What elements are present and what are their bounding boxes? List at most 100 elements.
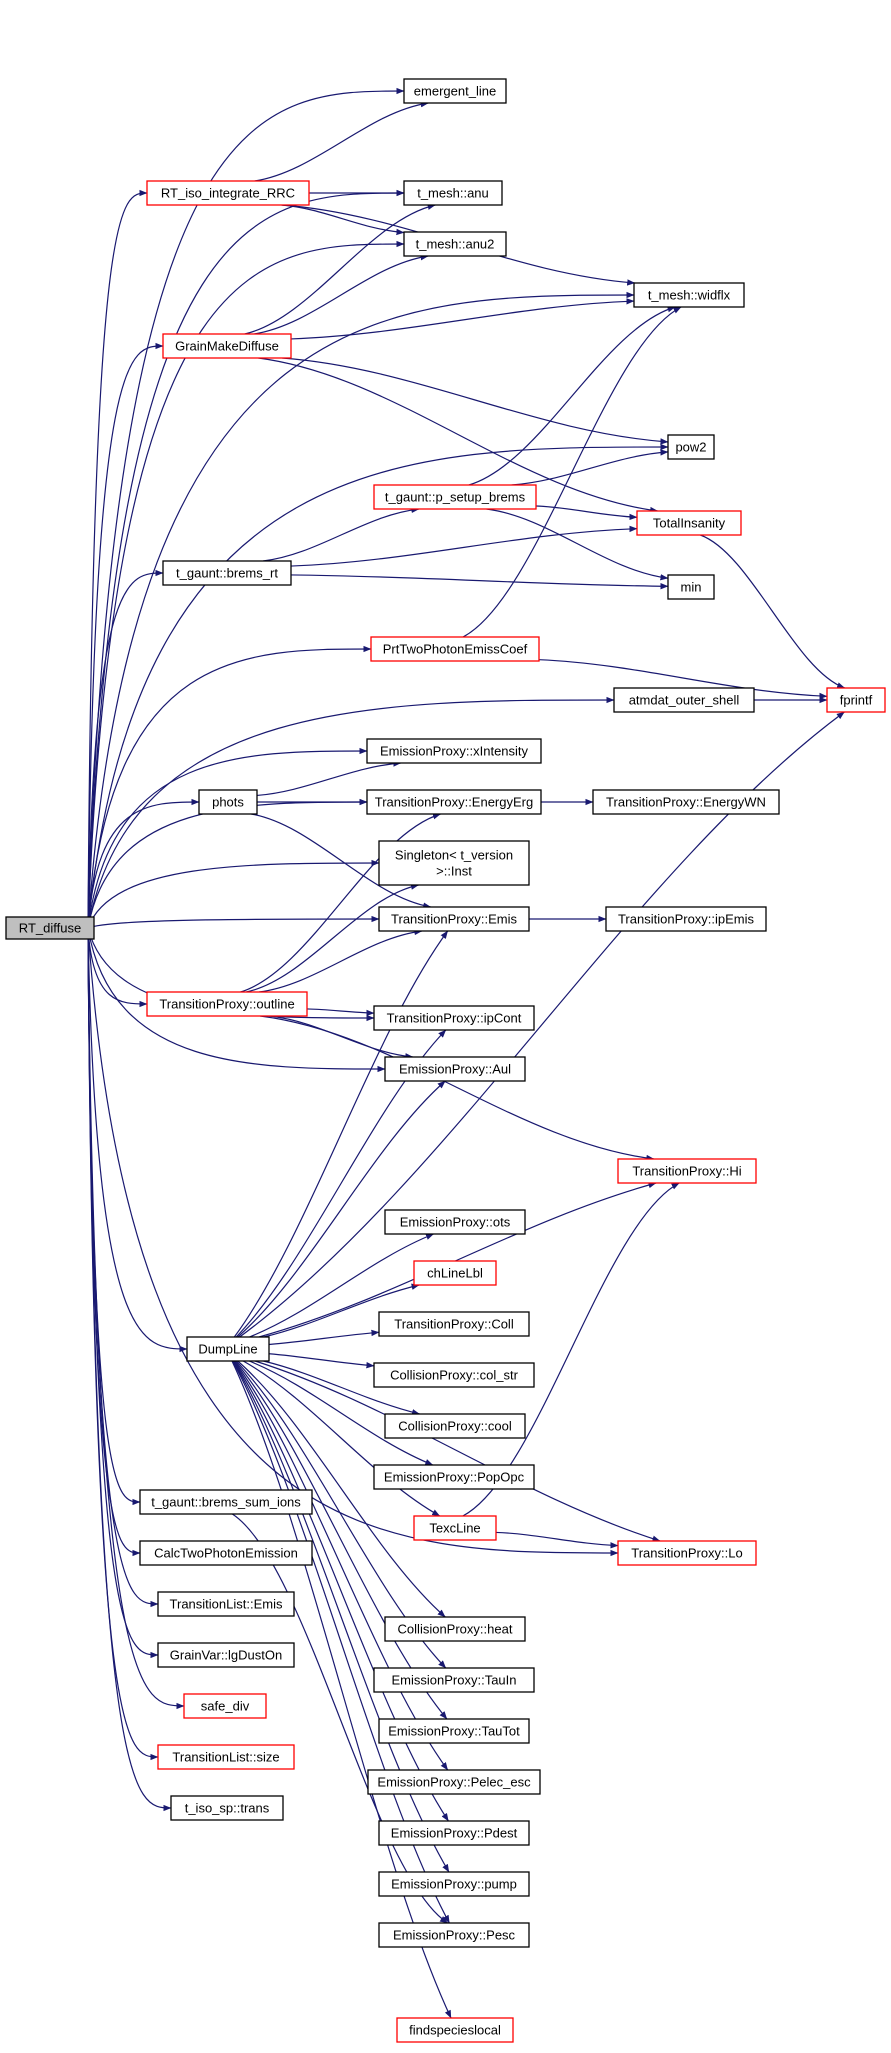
node-label: pow2 (675, 440, 706, 455)
edge-dumpline-to-emissionproxy_popopc (248, 1360, 434, 1466)
node-grainvar-lgduston[interactable]: GrainVar::lgDustOn (157, 1642, 295, 1668)
node-atmdat-outer-shell[interactable]: atmdat_outer_shell (613, 687, 755, 713)
node-calctwophotonemission[interactable]: CalcTwoPhotonEmission (139, 1540, 313, 1566)
node-emissionproxy-ots[interactable]: EmissionProxy::ots (384, 1209, 526, 1235)
node-label: TransitionProxy::outline (159, 997, 294, 1012)
node-transitionproxy-emis[interactable]: TransitionProxy::Emis (378, 906, 530, 932)
node-collisionproxy-col-str[interactable]: CollisionProxy::col_str (373, 1362, 535, 1388)
node-emissionproxy-tautot[interactable]: EmissionProxy::TauTot (378, 1718, 530, 1744)
node-label: TransitionProxy::Lo (631, 1546, 743, 1561)
node-dumpline[interactable]: DumpLine (186, 1336, 270, 1362)
node-transitionproxy-hi[interactable]: TransitionProxy::Hi (617, 1158, 757, 1184)
node-rt-iso-integrate-rrc[interactable]: RT_iso_integrate_RRC (146, 180, 310, 206)
node-t-mesh-anu[interactable]: t_mesh::anu (403, 180, 503, 206)
node-emissionproxy-xintensity[interactable]: EmissionProxy::xIntensity (366, 738, 542, 764)
edge-prttwophotonemisscoef-to-t_mesh_widflx (462, 306, 682, 638)
node-label: EmissionProxy::ots (400, 1215, 511, 1230)
node-label: CollisionProxy::col_str (390, 1368, 519, 1383)
node-box (373, 1362, 535, 1388)
node-transitionproxy-ipcont[interactable]: TransitionProxy::ipCont (373, 1005, 535, 1031)
node-transitionlist-emis[interactable]: TransitionList::Emis (157, 1591, 295, 1617)
node-box (373, 484, 537, 510)
node-findspecieslocal[interactable]: findspecieslocal (396, 2017, 514, 2043)
node-prttwophotonemisscoef[interactable]: PrtTwoPhotonEmissCoef (370, 636, 540, 662)
node-transitionproxy-ipemis[interactable]: TransitionProxy::ipEmis (605, 906, 767, 932)
node-box (384, 1616, 526, 1642)
node-t-gaunt-p-setup-brems[interactable]: t_gaunt::p_setup_brems (373, 484, 537, 510)
node-box (384, 1056, 526, 1082)
node-label: Singleton< t_version (395, 848, 513, 863)
node-label: TransitionList::Emis (170, 1597, 283, 1612)
node-collisionproxy-heat[interactable]: CollisionProxy::heat (384, 1616, 526, 1642)
node-label: EmissionProxy::pump (391, 1877, 517, 1892)
edge-rt_diffuse-to-prttwophotonemisscoef (87, 645, 372, 929)
node-safe-div[interactable]: safe_div (183, 1693, 267, 1719)
node-grainmakediffuse[interactable]: GrainMakeDiffuse (162, 333, 292, 359)
node-t-gaunt-brems-sum-ions[interactable]: t_gaunt::brems_sum_ions (139, 1489, 313, 1515)
edge-dumpline-to-emissionproxy_aul (237, 1080, 446, 1338)
node-label: emergent_line (414, 84, 496, 99)
node-collisionproxy-cool[interactable]: CollisionProxy::cool (384, 1413, 526, 1439)
node-transitionproxy-outline[interactable]: TransitionProxy::outline (146, 991, 308, 1017)
node-box (157, 1591, 295, 1617)
node-box (667, 574, 715, 600)
node-texcline[interactable]: TexcLine (413, 1515, 497, 1541)
node-phots[interactable]: phots (198, 789, 258, 815)
node-box (183, 1693, 267, 1719)
node-chlinelbl[interactable]: chLineLbl (413, 1260, 497, 1286)
node-min[interactable]: min (667, 574, 715, 600)
edge-phots-to-emissionproxy_xintensity (256, 760, 402, 797)
node-totalinsanity[interactable]: TotalInsanity (636, 510, 742, 536)
node-box (373, 1667, 535, 1693)
node-emissionproxy-tauin[interactable]: EmissionProxy::TauIn (373, 1667, 535, 1693)
edge-prttwophotonemisscoef-to-fprintf (538, 659, 828, 700)
node-pow2[interactable]: pow2 (667, 434, 715, 460)
node-label: CalcTwoPhotonEmission (154, 1546, 298, 1561)
node-t-mesh-anu2[interactable]: t_mesh::anu2 (403, 231, 507, 257)
edge-rt_diffuse-to-emissionproxy_xintensity (87, 747, 368, 929)
node-box (146, 991, 308, 1017)
node-rt-diffuse[interactable]: RT_diffuse (5, 916, 95, 940)
node-box (378, 906, 530, 932)
edge-transitionproxy_outline-to-transitionproxy_energyerg (240, 813, 441, 993)
node-t-mesh-widflx[interactable]: t_mesh::widflx (633, 282, 745, 308)
node-fprintf[interactable]: fprintf (826, 687, 886, 713)
node-label: GrainVar::lgDustOn (170, 1648, 282, 1663)
node-label: t_iso_sp::trans (185, 1801, 270, 1816)
node-emergent-line[interactable]: emergent_line (403, 78, 507, 104)
node-transitionproxy-coll[interactable]: TransitionProxy::Coll (378, 1311, 530, 1337)
node-box (162, 560, 292, 586)
node-emissionproxy-popopc[interactable]: EmissionProxy::PopOpc (373, 1464, 535, 1490)
node-emissionproxy-pesc[interactable]: EmissionProxy::Pesc (378, 1922, 530, 1948)
node-label: t_gaunt::brems_rt (176, 566, 278, 581)
node-box (186, 1336, 270, 1362)
edge-dumpline-to-emissionproxy_pump (232, 1360, 450, 1873)
node-t-gaunt-brems-rt[interactable]: t_gaunt::brems_rt (162, 560, 292, 586)
edge-t_gaunt_p_setup_brems-to-t_mesh_widflx (468, 306, 676, 486)
node-emissionproxy-aul[interactable]: EmissionProxy::Aul (384, 1056, 526, 1082)
node-emissionproxy-pdest[interactable]: EmissionProxy::Pdest (378, 1820, 530, 1846)
edge-t_gaunt_p_setup_brems-to-pow2 (511, 449, 669, 486)
edge-phots-to-transitionproxy_emis (251, 813, 432, 909)
node-emissionproxy-pump[interactable]: EmissionProxy::pump (378, 1871, 530, 1897)
node-label: EmissionProxy::Aul (399, 1062, 511, 1077)
edge-rt_diffuse-to-calctwophotonemission (87, 927, 141, 1557)
edge-dumpline-to-texcline (242, 1360, 441, 1517)
edge-rt_diffuse-to-singleton_t_version_inst (87, 859, 380, 929)
node-transitionproxy-energyerg[interactable]: TransitionProxy::EnergyErg (366, 789, 542, 815)
node-t-iso-sp-trans[interactable]: t_iso_sp::trans (170, 1795, 284, 1821)
edge-dumpline-to-emissionproxy_pdest (233, 1360, 449, 1822)
node-label: DumpLine (198, 1342, 257, 1357)
node-emissionproxy-pelec-esc[interactable]: EmissionProxy::Pelec_esc (367, 1769, 541, 1795)
node-transitionlist-size[interactable]: TransitionList::size (157, 1744, 295, 1770)
node-box (370, 636, 540, 662)
node-transitionproxy-energywn[interactable]: TransitionProxy::EnergyWN (592, 789, 780, 815)
node-singleton-t-version-inst[interactable]: Singleton< t_version>::Inst (378, 840, 530, 886)
node-label: TransitionProxy::EnergyWN (606, 795, 766, 810)
node-label: >::Inst (436, 864, 472, 879)
node-box (617, 1540, 757, 1566)
node-label: findspecieslocal (409, 2023, 501, 2038)
node-box (636, 510, 742, 536)
node-transitionproxy-lo[interactable]: TransitionProxy::Lo (617, 1540, 757, 1566)
